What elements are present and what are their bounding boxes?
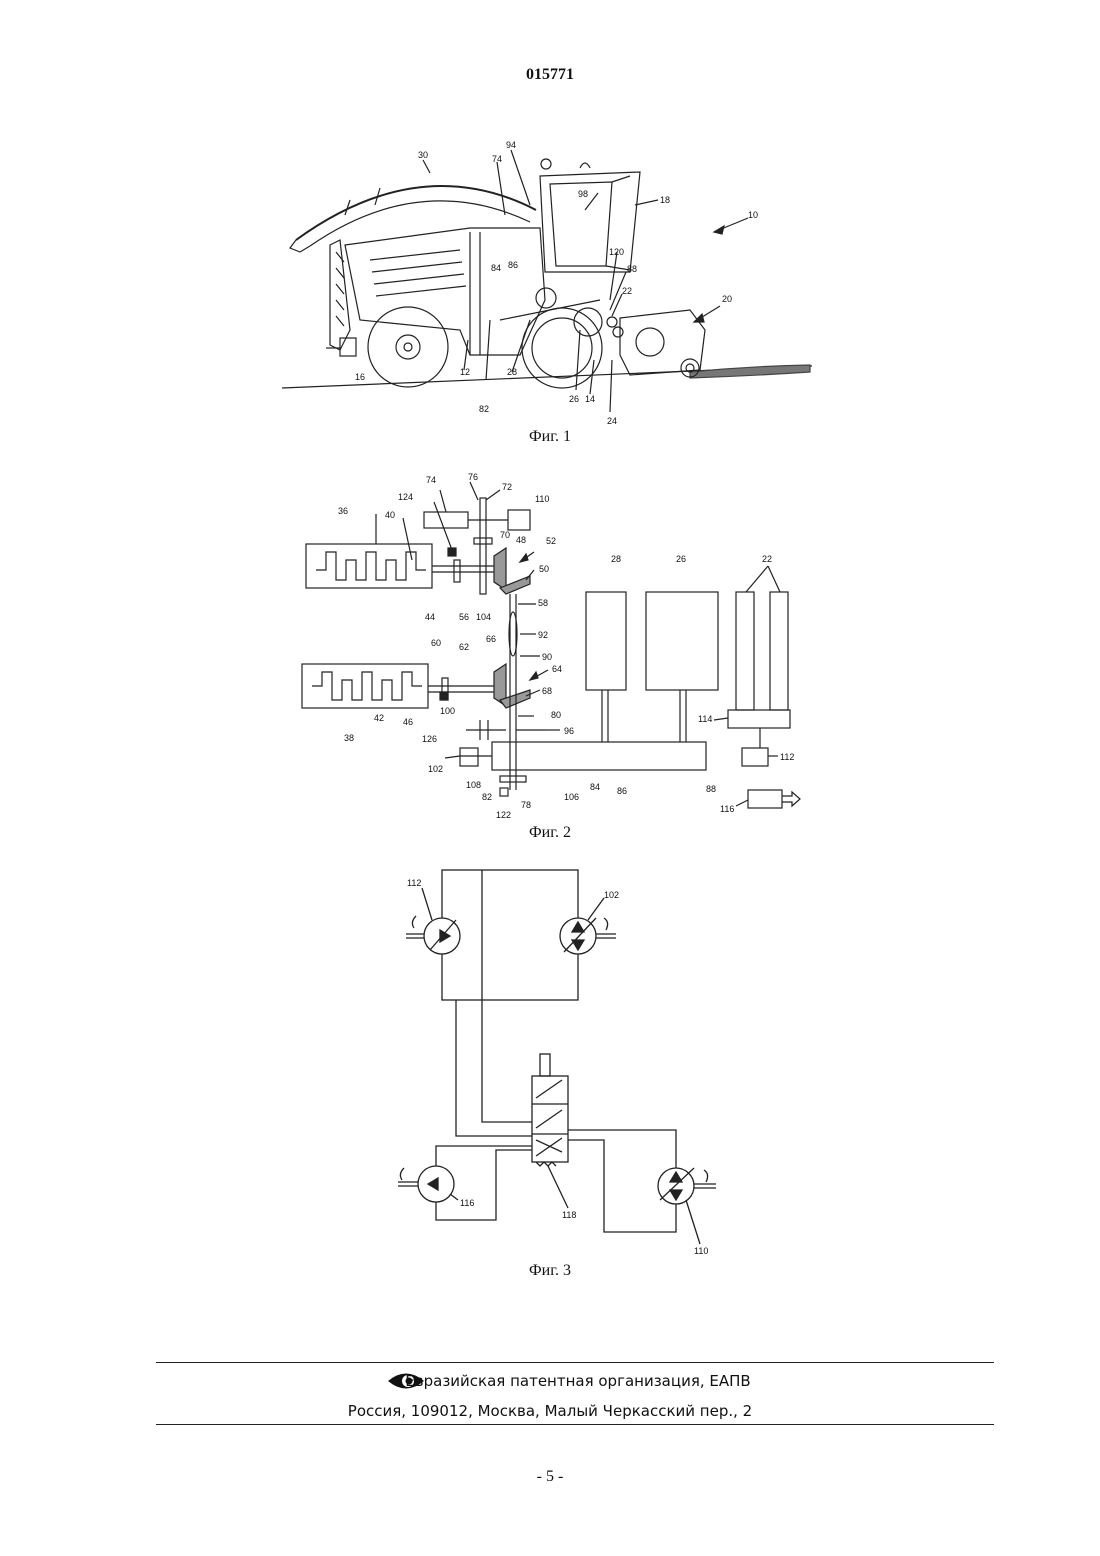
fig3-label: 112 [407,878,421,888]
figure-3-caption: Фиг. 3 [0,1262,1100,1280]
figure-3-hydraulic-diagram: 112 102 116 118 110 [0,0,1100,1270]
page-number: - 5 - [0,1468,1100,1486]
footer-address: Россия, 109012, Москва, Малый Черкасский… [0,1402,1100,1420]
fig3-label: 116 [460,1198,474,1208]
footer-top-rule [156,1362,994,1363]
footer-org-name: Евразийская патентная организация, ЕАПВ [0,1372,1100,1390]
fig3-label: 102 [604,890,619,900]
fig3-label: 110 [694,1246,708,1256]
fig3-label: 118 [562,1210,576,1220]
footer-bottom-rule [156,1424,994,1425]
